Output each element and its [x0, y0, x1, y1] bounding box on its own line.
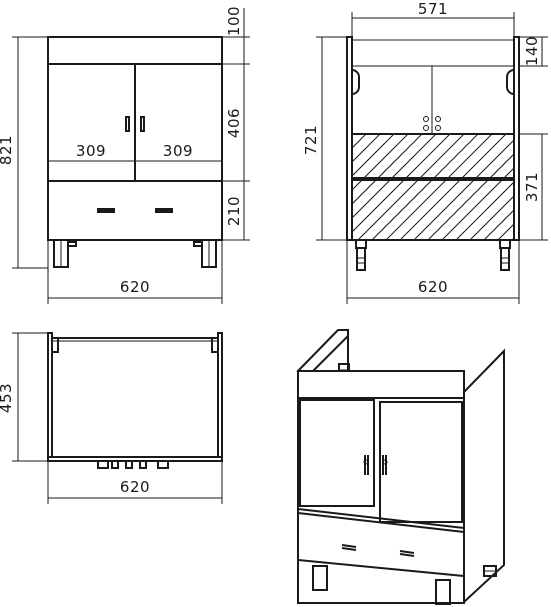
front-door-height-label: 406 [225, 108, 243, 138]
front-door-width-dimensions: 309 309 [47, 142, 223, 167]
hatch-line [357, 134, 465, 240]
hatch-line [399, 134, 507, 240]
hatch-line [352, 134, 423, 205]
hatch-line [427, 153, 514, 240]
front-top-panel-label: 100 [225, 6, 243, 36]
front-left-leg [53, 239, 77, 268]
handle-screws-icon [423, 116, 441, 131]
back-view: 571 721 140 371 620 [302, 0, 548, 304]
back-inner-width-dimension: 571 [351, 0, 515, 37]
front-width-label: 620 [120, 278, 150, 296]
left-drawer-handle-icon [97, 208, 115, 213]
top-left-hinge-icon [51, 337, 59, 353]
left-hinge-icon [351, 69, 360, 95]
hatch-line [352, 134, 395, 177]
front-view: 821 100 406 210 309 309 620 [0, 6, 250, 304]
top-depth-label: 453 [0, 383, 15, 413]
top-handles-icon [97, 460, 169, 469]
hatch-line [469, 195, 514, 240]
front-drawer [47, 180, 223, 241]
back-right-dimensions: 140 371 [519, 36, 548, 241]
iso-right-door [379, 401, 463, 523]
left-door-width-label: 309 [76, 142, 106, 160]
hatch-line [483, 209, 514, 240]
hatch-line [352, 134, 409, 191]
right-door-width-label: 309 [163, 142, 193, 160]
top-width-label: 620 [120, 478, 150, 496]
hatch-line [352, 134, 437, 219]
iso-left-side-top [296, 329, 349, 378]
iso-right-side [463, 348, 505, 605]
front-width-dimension: 620 [47, 240, 223, 304]
isometric-view [296, 329, 505, 605]
front-drawer-height-label: 210 [225, 196, 243, 226]
front-height-dimension: 821 [0, 36, 48, 269]
right-hinge-icon [506, 69, 515, 95]
top-width-dimension: 620 [47, 461, 223, 504]
back-hatched-height-label: 371 [523, 172, 541, 202]
left-door-handle-icon [125, 116, 130, 132]
hatch-line [385, 134, 493, 240]
back-top-gap-label: 140 [523, 36, 541, 66]
back-height-dimension: 721 [302, 36, 347, 241]
iso-legs [312, 565, 497, 605]
top-depth-dimension: 453 [0, 332, 48, 462]
top-view: 453 620 [0, 332, 223, 504]
right-door-handle-icon [140, 116, 145, 132]
back-top-rail [351, 39, 515, 67]
back-left-leg [355, 239, 367, 271]
back-width-label: 620 [418, 278, 448, 296]
hatch-line [441, 167, 514, 240]
top-right-hinge-icon [211, 337, 219, 353]
hatch-line [455, 181, 514, 240]
hatch-line [352, 134, 353, 135]
hatch-line [352, 134, 451, 233]
back-hatched-panel [351, 133, 515, 241]
top-front-panel [47, 456, 223, 462]
back-inner-width-label: 571 [418, 0, 448, 18]
back-width-dimension: 620 [346, 240, 520, 304]
front-right-dimensions: 100 406 210 [222, 6, 250, 241]
iso-door-handles-icon [363, 455, 388, 475]
iso-drawer-handles-icon [341, 544, 415, 557]
front-right-leg [193, 239, 217, 268]
iso-drawer [297, 507, 465, 578]
front-height-label: 821 [0, 135, 15, 165]
hatch-line [371, 134, 479, 240]
right-drawer-handle-icon [155, 208, 173, 213]
back-height-label: 721 [302, 125, 320, 155]
back-right-leg [499, 239, 511, 271]
hatch-line [352, 134, 381, 163]
front-top-panel [47, 36, 223, 65]
hatch-line [413, 139, 514, 240]
